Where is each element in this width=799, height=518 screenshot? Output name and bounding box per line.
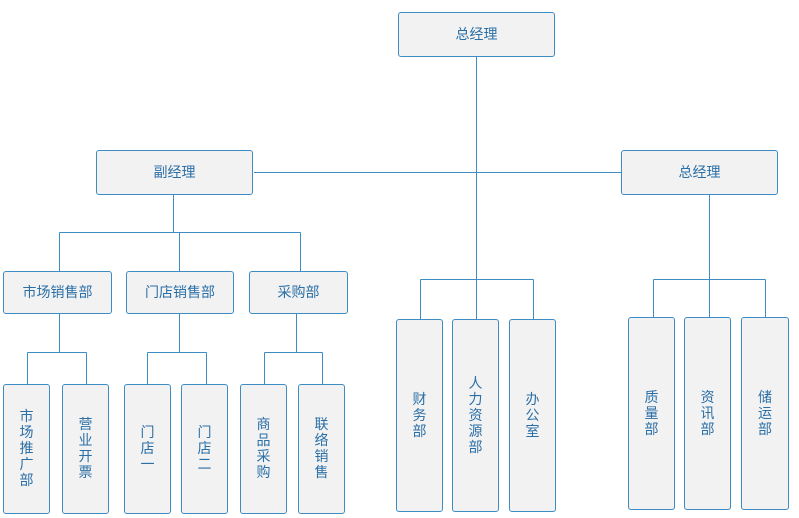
node-label: 门店一 — [140, 425, 155, 473]
node-logistics: 储运部 — [741, 317, 789, 510]
node-label: 办公室 — [525, 391, 540, 440]
node-it: 资讯部 — [684, 317, 731, 510]
node-joint-sales: 联络销售 — [298, 384, 345, 514]
node-label: 门店二 — [197, 425, 212, 473]
node-label: 质量部 — [644, 389, 659, 438]
node-label: 联络销售 — [314, 417, 329, 481]
node-label: 市场销售部 — [22, 284, 93, 301]
node-office: 办公室 — [509, 319, 556, 512]
node-label: 门店销售部 — [145, 284, 215, 301]
node-label: 市场推广部 — [19, 409, 34, 489]
node-marketing-sales: 市场销售部 — [3, 271, 112, 314]
node-finance: 财务部 — [396, 319, 443, 512]
node-label: 财务部 — [412, 391, 427, 440]
node-quality: 质量部 — [628, 317, 675, 510]
node-label: 总经理 — [678, 164, 721, 181]
node-market-promotion: 市场推广部 — [3, 384, 50, 514]
node-vp: 副经理 — [96, 150, 253, 195]
node-label: 人力资源部 — [468, 375, 483, 456]
node-store-sales: 门店销售部 — [126, 271, 234, 314]
node-gm2: 总经理 — [621, 150, 778, 195]
node-business-invoicing: 营业开票 — [62, 384, 109, 514]
node-store-1: 门店一 — [124, 384, 171, 514]
node-label: 副经理 — [153, 164, 196, 181]
node-hr: 人力资源部 — [452, 319, 499, 512]
node-ceo: 总经理 — [398, 12, 555, 57]
node-goods-purchase: 商品采购 — [240, 384, 287, 514]
node-store-2: 门店二 — [181, 384, 228, 514]
node-label: 商品采购 — [256, 417, 271, 481]
node-label: 采购部 — [277, 284, 320, 301]
node-label: 资讯部 — [700, 389, 715, 438]
node-purchasing: 采购部 — [249, 271, 348, 314]
node-label: 总经理 — [455, 26, 498, 43]
node-label: 储运部 — [758, 389, 772, 438]
node-label: 营业开票 — [78, 417, 93, 481]
